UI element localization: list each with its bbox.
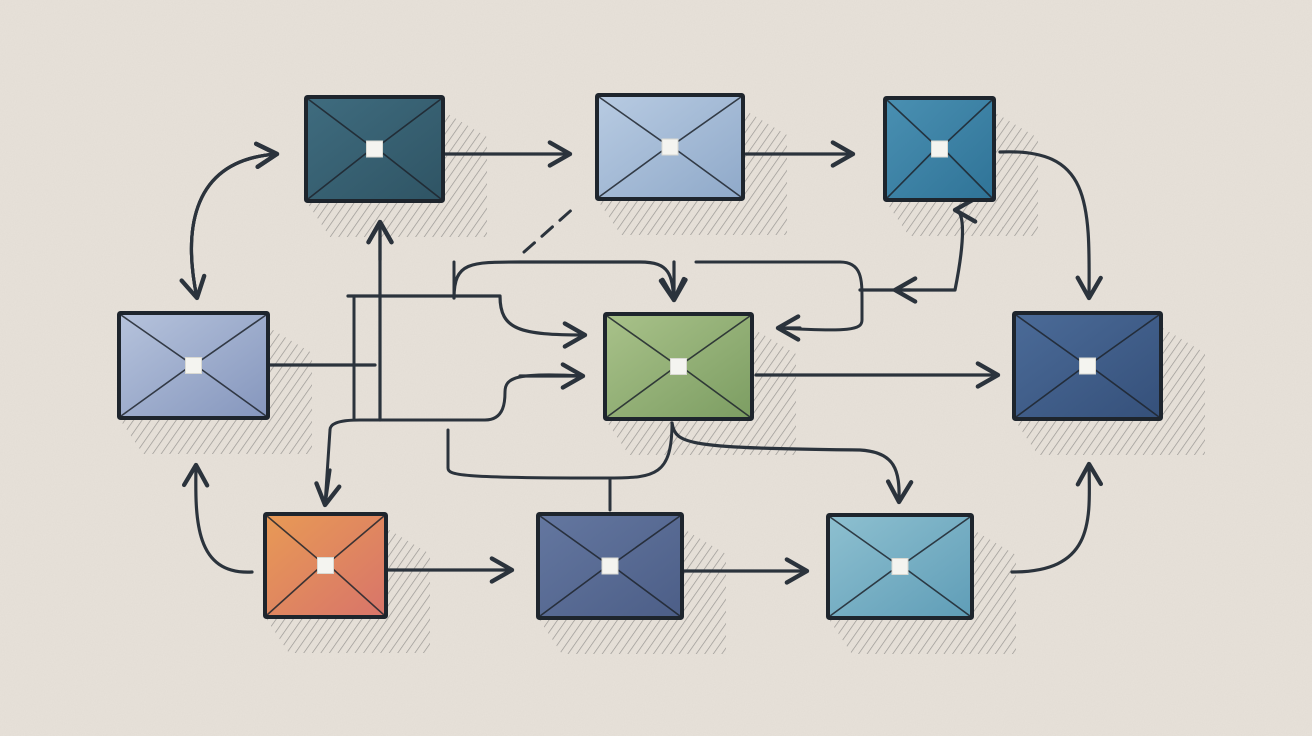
envelope-node-mid-right[interactable] bbox=[1012, 311, 1163, 421]
envelope-seal-icon bbox=[661, 138, 679, 156]
envelope-node-top-left[interactable] bbox=[304, 95, 445, 203]
envelope-seal-icon bbox=[891, 558, 909, 575]
arrow-top-right-to-mid-right bbox=[998, 150, 1103, 301]
arrow-mid-left-to-top-left-reverse bbox=[179, 152, 279, 301]
envelope-node-top-right[interactable] bbox=[883, 96, 996, 202]
connector-segment bbox=[608, 421, 674, 480]
envelope-seal-icon bbox=[1079, 357, 1096, 375]
envelope-node-mid-left[interactable] bbox=[117, 311, 270, 420]
connector-segment bbox=[328, 373, 585, 432]
envelope-seal-icon bbox=[931, 140, 948, 158]
envelope-seal-icon bbox=[366, 140, 383, 158]
arrow-mid-left-to-center bbox=[346, 294, 588, 349]
arrow-center-to-bottom-right bbox=[670, 421, 914, 505]
envelope-seal-icon bbox=[185, 357, 202, 374]
arrow-bottom-right-to-mid-right bbox=[1010, 461, 1104, 574]
envelope-node-bottom-left[interactable] bbox=[263, 512, 388, 619]
envelope-nodes bbox=[117, 93, 1163, 620]
connector-segment bbox=[694, 260, 864, 332]
connector-lines bbox=[179, 140, 1104, 585]
arrow-bottom-left-to-mid-left bbox=[181, 462, 254, 574]
envelope-seal-icon bbox=[670, 358, 687, 375]
envelope-node-top-center[interactable] bbox=[595, 93, 745, 201]
envelope-node-bottom-right[interactable] bbox=[826, 513, 974, 620]
envelope-seal-icon bbox=[601, 557, 619, 575]
envelope-node-bottom-center[interactable] bbox=[536, 512, 684, 620]
connector-segment bbox=[323, 428, 332, 507]
connector-segment bbox=[522, 203, 579, 254]
envelope-node-center[interactable] bbox=[603, 312, 754, 421]
arrow-center-to-top-right bbox=[858, 196, 978, 292]
envelope-seal-icon bbox=[317, 557, 334, 574]
connector-segment bbox=[446, 428, 612, 512]
